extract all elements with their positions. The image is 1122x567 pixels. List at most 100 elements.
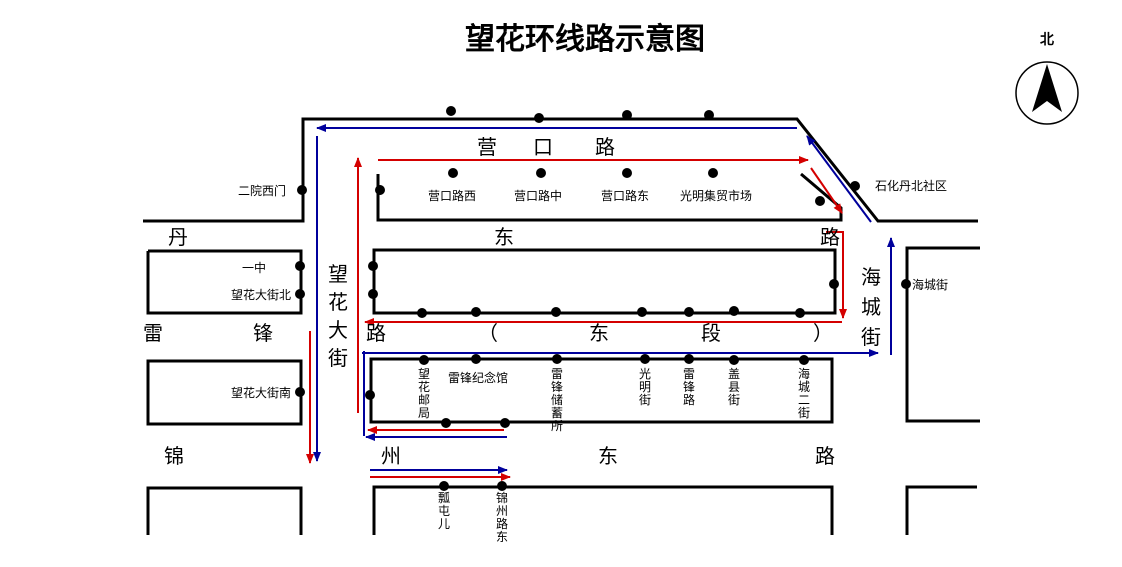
stop-dot	[446, 106, 456, 116]
city-blocks	[143, 117, 980, 535]
stop-dots	[295, 106, 911, 491]
stop-dot	[471, 307, 481, 317]
stop-dot	[500, 418, 510, 428]
road-haicheng-1: 海	[861, 265, 881, 289]
stop-jinzhou-east: 锦州路东	[496, 491, 508, 544]
stop-dot	[375, 185, 385, 195]
stop-dot	[295, 387, 305, 397]
block-northwest	[146, 249, 303, 315]
road-labels: 营 口 路 丹 东 路 雷 锋 路 （ 东 段 ） 锦 州 东 路 望 花 大 …	[143, 135, 881, 468]
stop-dot	[295, 289, 305, 299]
stop-dot	[365, 390, 375, 400]
road-wanghua-2: 花	[328, 290, 348, 314]
route-arrows	[306, 124, 895, 481]
road-leifeng-7: ）	[813, 321, 833, 345]
road-leifeng-3: 路	[366, 321, 386, 345]
block-yingkou	[376, 172, 843, 222]
road-leifeng-2: 锋	[253, 321, 273, 345]
stop-yingkou-mid: 营口路中	[514, 188, 562, 203]
outbound-dandong-corner	[826, 231, 847, 319]
stop-dot	[684, 354, 694, 364]
stop-dot	[368, 261, 378, 271]
road-wanghua-1: 望	[328, 262, 348, 286]
block-dandong-center	[372, 248, 837, 315]
stop-haicheng: 海城街	[912, 277, 948, 292]
stop-dot	[729, 355, 739, 365]
stop-dot	[829, 279, 839, 289]
stop-yingkou-west: 营口路西	[428, 188, 476, 203]
stop-dot	[795, 308, 805, 318]
stop-dot	[622, 168, 632, 178]
road-dandong-1: 丹	[168, 225, 188, 249]
road-haicheng-2: 城	[861, 295, 881, 319]
outbound-diagonal	[810, 167, 843, 214]
stop-wanghua-north: 望花大街北	[231, 287, 291, 302]
stop-dot	[368, 289, 378, 299]
stop-dot	[704, 110, 714, 120]
road-dandong-3: 路	[820, 225, 840, 249]
north-boundary	[143, 117, 978, 223]
block-east	[905, 246, 980, 423]
stop-haicheng2: 海城二街	[798, 366, 810, 420]
map-title: 望花环线路示意图	[465, 22, 705, 57]
stop-dot	[534, 113, 544, 123]
stop-memorial: 雷锋纪念馆	[448, 370, 508, 385]
stop-dot	[799, 355, 809, 365]
stop-dot	[471, 354, 481, 364]
stop-dot	[708, 168, 718, 178]
stop-dot	[551, 307, 561, 317]
road-jinzhou-1: 锦	[164, 444, 184, 468]
stop-dot	[729, 306, 739, 316]
stop-piaotuner: 瓢屯儿	[438, 491, 450, 531]
block-south-left	[146, 486, 303, 535]
stop-dot	[439, 481, 449, 491]
block-leifeng-center	[369, 357, 834, 424]
stop-dot	[448, 168, 458, 178]
stop-dot	[815, 196, 825, 206]
road-wanghua-4: 街	[328, 346, 348, 370]
block-south-right	[905, 485, 977, 535]
road-leifeng-6: 段	[701, 321, 721, 345]
road-jinzhou-3: 东	[598, 444, 618, 468]
road-leifeng-1: 雷	[143, 321, 163, 345]
stop-savings: 雷锋储蓄所	[551, 367, 563, 433]
stop-labels: 二院西门 一中 望花大街北 望花大街南 营口路西 营口路中 营口路东 光明集贸市…	[231, 178, 948, 400]
stop-dot	[441, 418, 451, 428]
stop-erxiyuan: 二院西门	[238, 183, 286, 198]
stop-leifeng-rd: 雷锋路	[683, 367, 695, 407]
stop-post: 望花邮局	[418, 367, 430, 420]
north-label: 北	[1040, 32, 1054, 48]
north-compass-icon: 北	[1015, 32, 1079, 125]
road-yingkou-3: 路	[595, 135, 615, 159]
road-haicheng-3: 街	[861, 325, 881, 349]
stop-gaixian: 盖县街	[728, 367, 740, 407]
road-jinzhou-4: 路	[815, 444, 835, 468]
stop-wanghua-south: 望花大街南	[231, 385, 291, 400]
stop-guangming-st: 光明街	[639, 367, 651, 407]
stop-guangming-market: 光明集贸市场	[680, 188, 752, 203]
road-yingkou-1: 营	[477, 135, 497, 159]
road-jinzhou-2: 州	[381, 444, 401, 468]
inbound-diagonal	[806, 135, 872, 223]
stop-dot	[297, 185, 307, 195]
road-leifeng-5: 东	[589, 321, 609, 345]
block-south-center	[372, 485, 834, 535]
stop-dot	[419, 355, 429, 365]
road-dandong-2: 东	[494, 225, 514, 249]
stop-shihua: 石化丹北社区	[875, 178, 947, 193]
road-yingkou-2: 口	[533, 135, 553, 159]
stop-dot	[850, 181, 860, 191]
road-leifeng-4: （	[478, 321, 498, 345]
stop-yingkou-east: 营口路东	[601, 188, 649, 203]
stop-dot	[417, 308, 427, 318]
stop-dot	[901, 279, 911, 289]
stop-dot	[295, 261, 305, 271]
stop-dot	[497, 481, 507, 491]
stop-dot	[552, 354, 562, 364]
stop-yizhong: 一中	[242, 260, 266, 275]
stop-dot	[622, 110, 632, 120]
stop-dot	[684, 307, 694, 317]
stop-dot	[640, 354, 650, 364]
